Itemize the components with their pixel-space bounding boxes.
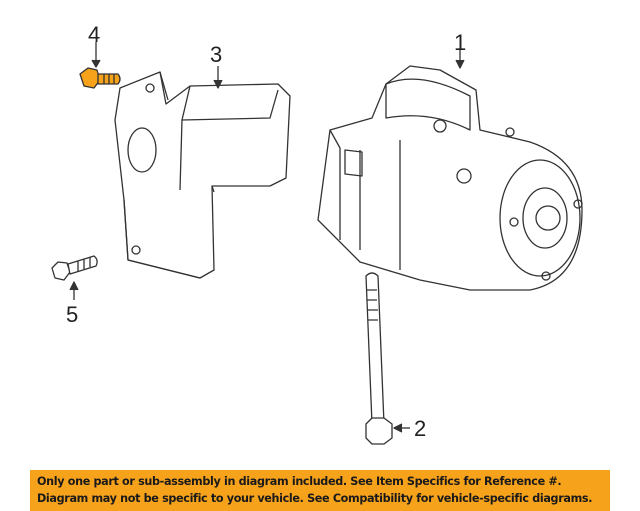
callout-2: 2	[414, 416, 426, 441]
part-2-long-bolt[interactable]	[365, 272, 393, 445]
callout-3: 3	[210, 42, 222, 67]
callout-5: 5	[66, 302, 78, 327]
part-3-heat-shield[interactable]	[114, 71, 291, 279]
disclaimer-line-1: Only one part or sub-assembly in diagram…	[37, 475, 562, 488]
callout-4: 4	[88, 22, 100, 47]
part-1-starter[interactable]	[317, 65, 583, 291]
disclaimer-banner: Only one part or sub-assembly in diagram…	[30, 470, 610, 511]
callout-1: 1	[454, 30, 466, 55]
disclaimer-line-2: Diagram may not be specific to your vehi…	[37, 492, 593, 505]
part-4-bolt[interactable]	[79, 67, 121, 89]
part-5-bolt[interactable]	[51, 255, 98, 281]
parts-diagram: 4 3 5 1	[51, 22, 583, 445]
